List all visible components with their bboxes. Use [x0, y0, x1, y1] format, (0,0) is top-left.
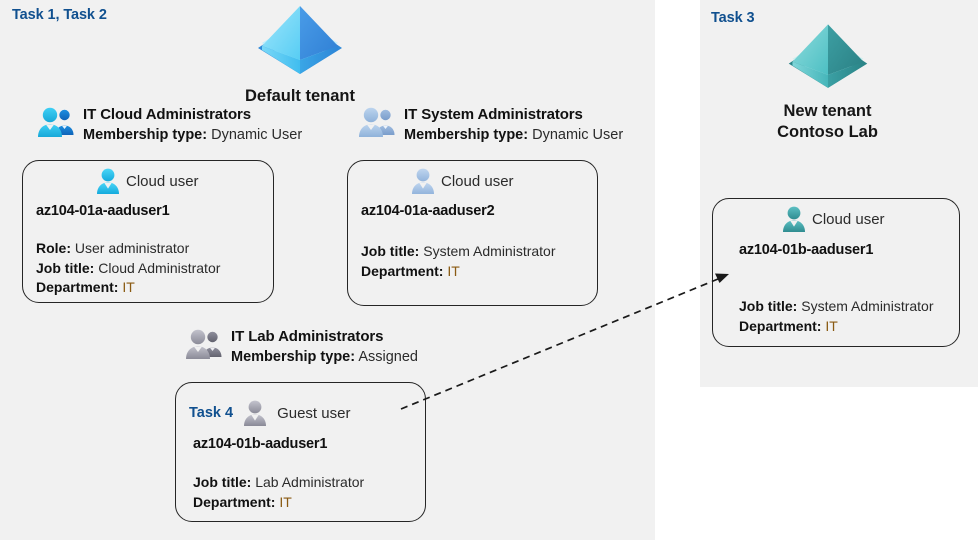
property-label: Job title:: [739, 298, 798, 314]
card-properties: Job title: System Administrator Departme…: [361, 242, 556, 281]
task-label-4: Task 4: [189, 405, 234, 421]
property-row: Job title: System Administrator: [739, 297, 934, 317]
property-value: Cloud Administrator: [98, 259, 221, 276]
property-label: Department:: [36, 279, 119, 295]
card-user-type: Cloud user: [441, 172, 514, 190]
card-user-type: Cloud user: [126, 172, 199, 190]
property-value: System Administrator: [801, 298, 934, 314]
user-card-az104-01a-aaduser1: Cloud user az104-01a-aaduser1 Role: User…: [22, 160, 274, 303]
card-header: Task 4 Guest user: [189, 399, 350, 427]
user-card-az104-01b-aaduser1-cloud: Cloud user az104-01b-aaduser1 Job title:…: [712, 198, 960, 347]
group-membership: Membership type: Dynamic User: [83, 125, 302, 145]
card-header: Cloud user: [410, 167, 514, 195]
default-tenant-block: Default tenant: [205, 4, 395, 107]
card-username: az104-01b-aaduser1: [193, 436, 328, 452]
task-label-3: Task 3: [711, 10, 755, 26]
property-row: Department: IT: [36, 278, 220, 298]
azure-ad-tenant-icon: [785, 22, 871, 99]
card-username: az104-01a-aaduser1: [36, 203, 170, 219]
property-value: IT: [825, 317, 838, 334]
user-card-az104-01b-aaduser1-guest: Task 4 Guest user az104-01b-aaduser1 Job…: [175, 382, 426, 522]
group-users-icon: [184, 326, 224, 364]
property-row: Department: IT: [193, 493, 364, 513]
membership-label: Membership type:: [231, 349, 356, 365]
property-row: Job title: Cloud Administrator: [36, 259, 220, 279]
default-tenant-title: Default tenant: [244, 87, 355, 105]
card-header: Cloud user: [95, 167, 199, 195]
default-tenant-panel: [0, 0, 655, 540]
property-label: Department:: [193, 493, 276, 510]
property-value: IT: [279, 493, 292, 510]
property-row: Job title: Lab Administrator: [193, 473, 364, 493]
card-username: az104-01a-aaduser2: [361, 203, 495, 219]
group-name: IT System Administrators: [404, 106, 583, 123]
property-label: Job title:: [36, 259, 95, 276]
property-value: IT: [122, 279, 135, 295]
group-it-system-administrators: IT System Administrators Membership type…: [357, 104, 623, 145]
group-membership: Membership type: Assigned: [231, 347, 418, 367]
card-properties: Job title: System Administrator Departme…: [739, 297, 934, 336]
new-tenant-title-line1: New tenant: [783, 102, 872, 120]
group-it-cloud-administrators: IT Cloud Administrators Membership type:…: [36, 104, 302, 145]
guest-user-icon: [242, 399, 268, 427]
group-name: IT Lab Administrators: [231, 328, 384, 345]
property-value: Lab Administrator: [255, 474, 365, 490]
new-tenant-block: New tenant Contoso Lab: [740, 22, 915, 143]
property-row: Role: User administrator: [36, 239, 220, 259]
property-row: Job title: System Administrator: [361, 242, 556, 262]
cloud-user-icon: [781, 205, 807, 233]
property-value: IT: [447, 262, 460, 279]
property-row: Department: IT: [361, 262, 556, 282]
property-label: Role:: [36, 240, 71, 256]
group-name: IT Cloud Administrators: [83, 106, 251, 123]
task-label-1-2: Task 1, Task 2: [12, 7, 107, 23]
property-label: Department:: [739, 317, 822, 334]
property-label: Job title:: [361, 243, 420, 259]
membership-label: Membership type:: [83, 127, 208, 143]
membership-value: Dynamic User: [211, 127, 303, 143]
group-membership: Membership type: Dynamic User: [404, 125, 623, 145]
property-value: System Administrator: [423, 243, 556, 259]
card-user-type: Cloud user: [812, 210, 885, 228]
card-username: az104-01b-aaduser1: [739, 242, 874, 258]
cloud-user-icon: [410, 167, 436, 195]
cloud-user-icon: [95, 167, 121, 195]
card-properties: Role: User administrator Job title: Clou…: [36, 239, 220, 298]
property-label: Job title:: [193, 474, 252, 490]
group-users-icon: [36, 104, 76, 142]
azure-ad-tenant-icon: [254, 4, 346, 85]
new-tenant-title-line2: Contoso Lab: [777, 123, 878, 141]
card-properties: Job title: Lab Administrator Department:…: [193, 473, 364, 512]
group-users-icon: [357, 104, 397, 142]
membership-value: Dynamic User: [532, 127, 624, 143]
property-row: Department: IT: [739, 317, 934, 337]
property-value: User administrator: [74, 240, 190, 256]
group-it-lab-administrators: IT Lab Administrators Membership type: A…: [184, 326, 418, 367]
card-header: Cloud user: [781, 205, 885, 233]
membership-value: Assigned: [358, 349, 418, 365]
membership-label: Membership type:: [404, 127, 529, 143]
property-label: Department:: [361, 262, 444, 279]
user-card-az104-01a-aaduser2: Cloud user az104-01a-aaduser2 Job title:…: [347, 160, 598, 306]
card-user-type: Guest user: [277, 404, 351, 422]
